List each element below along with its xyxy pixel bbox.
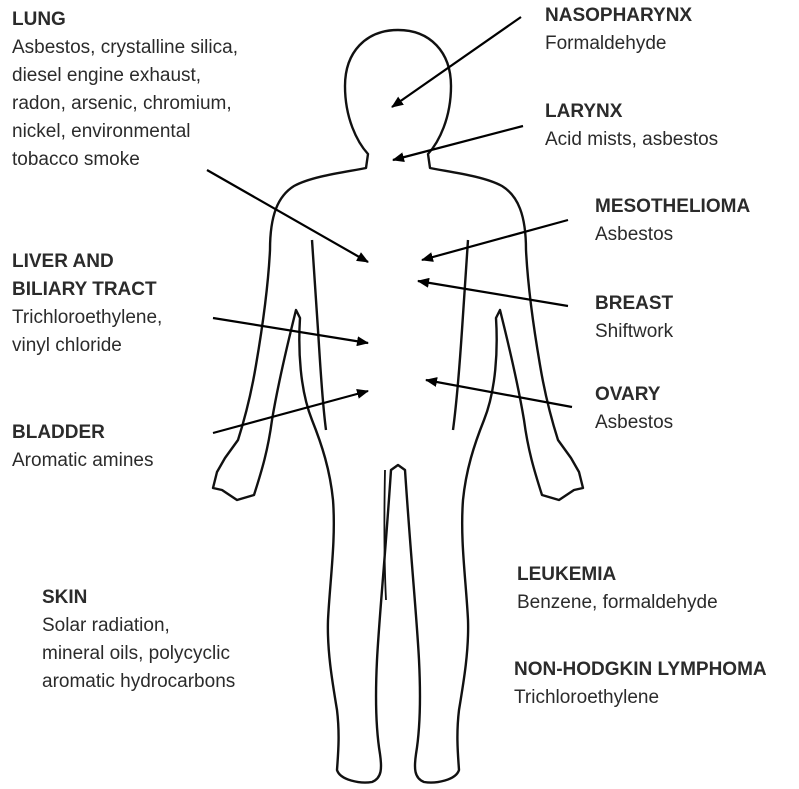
agents-nasopharynx-1: Formaldehyde xyxy=(545,30,692,58)
label-nasopharynx: NASOPHARYNX Formaldehyde xyxy=(545,2,692,58)
agents-skin-1: Solar radiation, xyxy=(42,612,235,640)
label-ovary: OVARY Asbestos xyxy=(595,381,673,437)
agents-lung-3: radon, arsenic, chromium, xyxy=(12,90,238,118)
label-breast: BREAST Shiftwork xyxy=(595,290,673,346)
agents-breast-1: Shiftwork xyxy=(595,318,673,346)
title-mesothelioma: MESOTHELIOMA xyxy=(595,193,750,221)
title-lung: LUNG xyxy=(12,6,238,34)
agents-lung-1: Asbestos, crystalline silica, xyxy=(12,34,238,62)
agents-larynx-1: Acid mists, asbestos xyxy=(545,126,718,154)
label-non-hodgkin-lymphoma: NON-HODGKIN LYMPHOMA Trichloroethylene xyxy=(514,656,767,712)
title-bladder: BLADDER xyxy=(12,419,154,447)
title-liver-2: BILIARY TRACT xyxy=(12,276,162,304)
agents-leukemia-1: Benzene, formaldehyde xyxy=(517,589,718,617)
agents-lung-2: diesel engine exhaust, xyxy=(12,62,238,90)
label-bladder: BLADDER Aromatic amines xyxy=(12,419,154,475)
agents-lung-4: nickel, environmental xyxy=(12,118,238,146)
title-larynx: LARYNX xyxy=(545,98,718,126)
label-leukemia: LEUKEMIA Benzene, formaldehyde xyxy=(517,561,718,617)
label-skin: SKIN Solar radiation, mineral oils, poly… xyxy=(42,584,235,696)
label-liver: LIVER AND BILIARY TRACT Trichloroethylen… xyxy=(12,248,162,360)
label-larynx: LARYNX Acid mists, asbestos xyxy=(545,98,718,154)
label-mesothelioma: MESOTHELIOMA Asbestos xyxy=(595,193,750,249)
agents-liver-2: vinyl chloride xyxy=(12,332,162,360)
agents-ovary-1: Asbestos xyxy=(595,409,673,437)
label-lung: LUNG Asbestos, crystalline silica, diese… xyxy=(12,6,238,174)
title-liver-1: LIVER AND xyxy=(12,248,162,276)
agents-bladder-1: Aromatic amines xyxy=(12,447,154,475)
title-leukemia: LEUKEMIA xyxy=(517,561,718,589)
title-non-hodgkin-lymphoma: NON-HODGKIN LYMPHOMA xyxy=(514,656,767,684)
agents-mesothelioma-1: Asbestos xyxy=(595,221,750,249)
title-skin: SKIN xyxy=(42,584,235,612)
agents-liver-1: Trichloroethylene, xyxy=(12,304,162,332)
agents-skin-2: mineral oils, polycyclic xyxy=(42,640,235,668)
agents-skin-3: aromatic hydrocarbons xyxy=(42,668,235,696)
agents-non-hodgkin-lymphoma-1: Trichloroethylene xyxy=(514,684,767,712)
agents-lung-5: tobacco smoke xyxy=(12,146,238,174)
title-nasopharynx: NASOPHARYNX xyxy=(545,2,692,30)
title-ovary: OVARY xyxy=(595,381,673,409)
title-breast: BREAST xyxy=(595,290,673,318)
